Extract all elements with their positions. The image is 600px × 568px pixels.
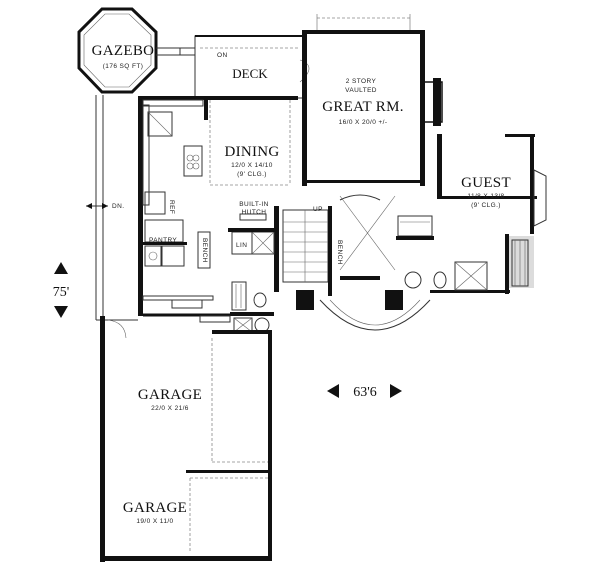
depth-dimension-label: 75': [53, 285, 70, 300]
dining-label: DINING: [224, 144, 279, 160]
left-arrow-icon: [327, 384, 339, 398]
up-arrow-icon: [54, 262, 68, 274]
garage-1-label: GARAGE: [138, 387, 202, 403]
great-room-label: GREAT RM.: [322, 99, 404, 115]
garage-2-size: 19/0 X 11/0: [136, 518, 173, 525]
right-arrow-icon: [390, 384, 402, 398]
garage-walls: [100, 315, 272, 562]
exterior-walls: [138, 14, 547, 333]
dining-size: 12/0 X 14/10: [231, 162, 273, 169]
gazebo: [77, 7, 158, 94]
guest-label: GUEST: [461, 175, 511, 191]
width-dimension-label: 63'6: [353, 385, 377, 400]
dining-ceiling: (9' CLG.): [237, 171, 267, 178]
down-label: DN.: [112, 203, 124, 210]
hutch-label: HUTCH: [242, 209, 267, 216]
gazebo-label: GAZEBO: [92, 43, 155, 59]
guest-ceiling: (9' CLG.): [471, 202, 501, 209]
deck-on-label: ON: [217, 52, 228, 59]
bench-label-2: BENCH: [336, 240, 343, 265]
linen-label: LIN: [236, 242, 247, 249]
great-room-note1: 2 STORY: [346, 78, 377, 85]
gazebo-walkway: [156, 47, 195, 56]
width-dimension: [327, 384, 402, 398]
guest-size: 11/8 X 13/8: [467, 193, 504, 200]
depth-dimension: [54, 262, 68, 318]
pantry-label: PANTRY: [149, 237, 177, 244]
gazebo-size: (176 SQ FT): [103, 63, 144, 70]
great-room-note2: VAULTED: [345, 87, 377, 94]
built-in-label: BUILT-IN: [239, 201, 268, 208]
down-arrow-icon: [54, 306, 68, 318]
garage-1-size: 22/0 X 21/6: [151, 405, 189, 412]
stair-up-label: UP: [313, 206, 323, 213]
bench-label-1: BENCH: [201, 238, 208, 263]
deck-label: DECK: [232, 66, 268, 81]
ref-label: REF: [168, 200, 175, 214]
garage-2-label: GARAGE: [123, 500, 187, 516]
great-room-size: 16/0 X 20/0 +/-: [339, 119, 388, 126]
